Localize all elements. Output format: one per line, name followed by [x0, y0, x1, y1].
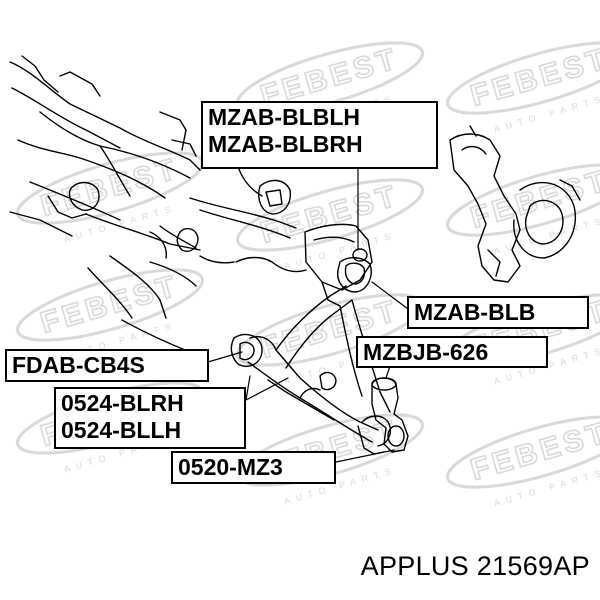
- callout-front-bushing: FDAB-CB4S: [5, 349, 209, 382]
- callout-rear-bushing: MZAB-BLB: [407, 296, 589, 329]
- callout-line: MZBJB-626: [363, 339, 489, 365]
- subframe-outline: [9, 55, 307, 353]
- callout-control-arm: 0524-BLRH 0524-BLLH: [54, 387, 246, 449]
- callout-line: 0520-MZ3: [178, 454, 283, 480]
- callout-line: MZAB-BLBLH: [208, 104, 361, 130]
- leader-lines: [207, 167, 413, 463]
- rear-mount-bracket: [304, 223, 373, 307]
- callout-ball-joint: MZBJB-626: [356, 336, 548, 368]
- callout-upper-bushing: MZAB-BLBLH MZAB-BLBRH: [201, 101, 438, 169]
- callout-line: 0524-BLRH: [61, 390, 184, 416]
- callout-line: MZAB-BLB: [414, 299, 536, 325]
- lower-control-arm: [230, 285, 392, 455]
- callout-line: MZAB-BLBRH: [208, 131, 363, 157]
- steering-knuckle: [449, 125, 581, 283]
- part-number-caption: APPLUS 21569AP: [360, 551, 590, 581]
- callout-line: 0524-BLLH: [61, 417, 182, 443]
- callout-arm-assembly: 0520-MZ3: [171, 451, 336, 484]
- callout-line: FDAB-CB4S: [12, 352, 145, 378]
- ball-joint: [371, 377, 409, 453]
